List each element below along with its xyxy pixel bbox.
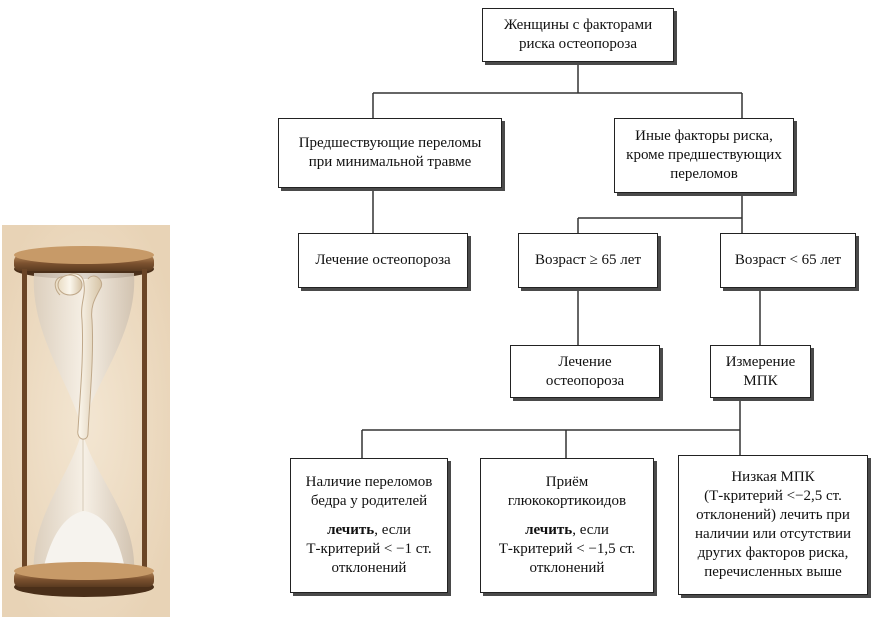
node-text-line: Лечение остеопороза [315,252,451,268]
hourglass-with-bone-icon [2,225,170,617]
node-text-line: Приём [545,474,589,490]
node-text-line: отклонений [331,560,407,576]
treat-condition: , если [572,522,609,538]
age-symbol: ≥ [589,252,598,268]
node-text-line: Лечение [558,353,612,370]
node-text-line: Иные факторы риска, [635,128,773,144]
node-text-line: Т-критерий < −1,5 ст. [498,541,636,557]
node-parent-hip-fracture: Наличие переломов бедра у родителей лечи… [290,458,448,593]
node-text-line: при минимальной травме [308,154,472,170]
node-text-line: отклонений) лечить при [696,507,850,523]
node-text-line: глюкокортикоидов [507,493,627,509]
node-text-line: наличии или отсутствии [694,526,852,542]
node-osteoporosis-treatment-2: Лечение остеопороза [510,345,660,398]
node-text-line: Измерение [725,353,796,370]
node-text-line: отклонений [529,560,605,576]
node-prior-fractures: Предшествующие переломы при минимальной … [278,118,502,188]
node-other-risk-factors: Иные факторы риска, кроме предшествующих… [614,118,794,193]
node-text-line: Наличие переломов [305,474,433,490]
node-age-under-65: Возраст < 65 лет [720,233,856,288]
node-text-line: Предшествующие переломы [298,135,482,151]
node-age-65-or-older: Возраст ≥ 65 лет [518,233,658,288]
node-text-line: бедра у родителей [310,493,428,509]
node-text-line: остеопороза [545,372,625,389]
node-text-line: Т-критерий < −1 ст. [306,541,432,557]
node-women-risk-factors: Женщины с факторами риска остеопороза [482,8,674,62]
node-text-line: других факторов риска, [697,545,849,561]
age-suffix: 65 лет [597,252,641,268]
age-prefix: Возраст [535,252,590,268]
treat-keyword: лечить [327,522,375,538]
node-text-line: Женщины с факторами [503,17,653,33]
node-low-bmd: Низкая МПК (Т-критерий <−2,5 ст. отклоне… [678,455,868,595]
treat-condition: , если [374,522,411,538]
node-text-line: риска остеопороза [518,36,637,52]
node-text-line: Низкая МПК [731,469,815,485]
node-text-line: Возраст ≥ 65 лет [535,251,641,270]
node-text-line: Возраст < 65 лет [734,252,842,268]
treat-keyword: лечить [525,522,573,538]
hourglass-illustration [2,225,170,617]
node-text-line: кроме предшествующих [626,147,782,163]
node-glucocorticoids: Приём глюкокортикоидов лечить, если Т-кр… [480,458,654,593]
node-text-line: переломов [670,166,738,182]
node-text-line: (Т-критерий <−2,5 ст. [704,488,842,504]
node-osteoporosis-treatment-1: Лечение остеопороза [298,233,468,288]
node-text-line: лечить, если [327,521,411,540]
node-text-line: перечисленных выше [704,564,842,580]
node-bmd-measurement: Измерение МПК [710,345,811,398]
node-text-line: МПК [743,372,778,389]
node-text-line: лечить, если [525,521,609,540]
